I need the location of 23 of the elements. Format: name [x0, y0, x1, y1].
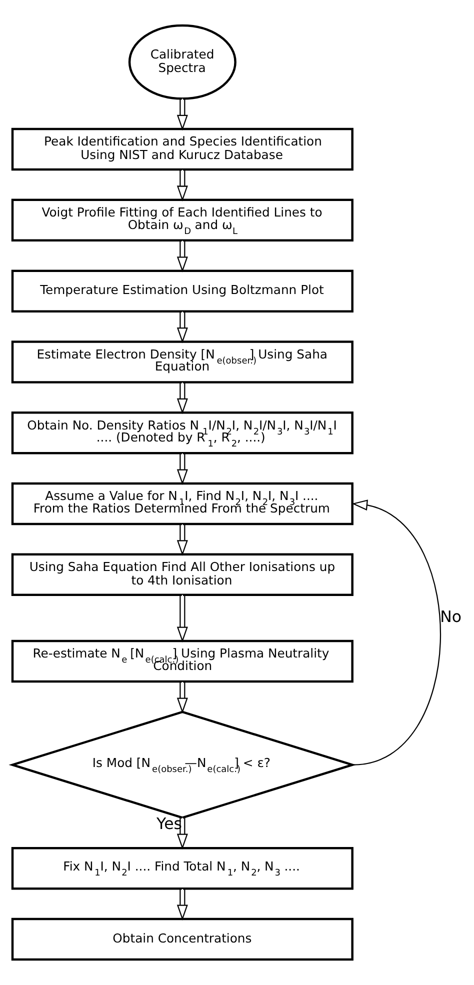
arrow — [176, 818, 188, 850]
arrow — [176, 312, 188, 344]
arrow — [176, 682, 188, 714]
edge-label: No — [440, 607, 462, 626]
node-box: Estimate Electron Density [N$_{e(obser.)}$] Using Saha Equation — [11, 340, 354, 384]
node-box: Voigt Profile Fitting of Each Identified Lines to Obtain ω$_{D}$ and ω$_{L}$ — [11, 198, 354, 242]
node-ellipse: Calibrated Spectra — [128, 24, 236, 100]
node-box: Peak Identification and Species Identification Using NIST and Kurucz Database — [11, 128, 354, 171]
arrow — [176, 594, 188, 642]
arrow — [176, 524, 188, 556]
arrow — [176, 382, 188, 414]
arrow — [352, 500, 441, 766]
node-box: Fix N$_{1}$I, N$_{2}$I .... Find Total N$_{1}$, N$_{2}$, N$_{3}$ .... — [11, 846, 354, 890]
node-box: Obtain Concentrations — [11, 918, 354, 961]
arrow — [176, 170, 188, 202]
node-box: Temperature Estimation Using Boltzmann Plot — [11, 270, 354, 312]
node-box: Using Saha Equation Find All Other Ionisations up to 4th Ionisation — [11, 553, 354, 596]
arrow — [176, 888, 188, 921]
node-diamond: Is Mod [N$_{e(obser.)}$—N$_{e(calc.)}$] < ε? — [8, 710, 356, 819]
node-box: Re-estimate N$_{e}$ [N$_{e(calc.)}$] Using Plasma Neutrality Condition — [11, 640, 354, 683]
arrow — [176, 453, 188, 486]
arrow — [176, 240, 188, 272]
arrow — [176, 98, 188, 131]
